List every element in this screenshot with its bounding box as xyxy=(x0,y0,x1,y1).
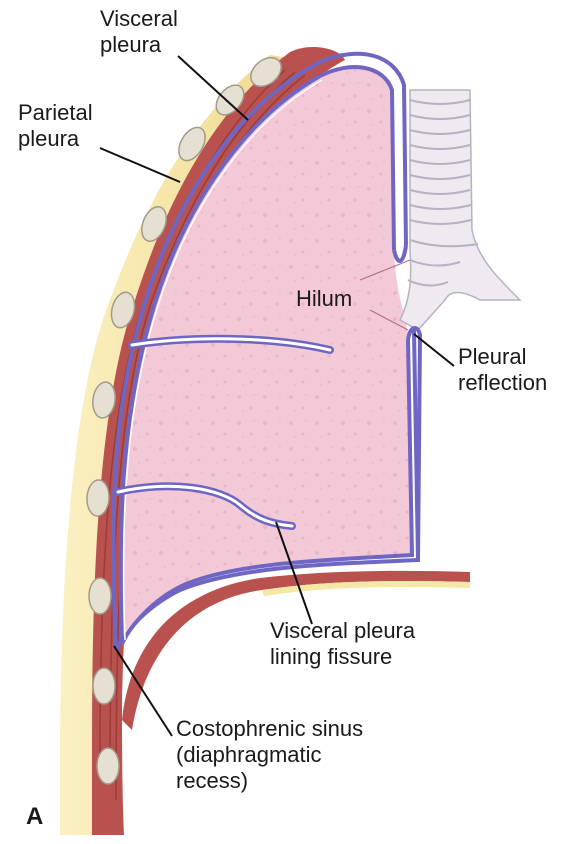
label-hilum: Hilum xyxy=(296,286,352,312)
panel-letter: A xyxy=(26,804,43,830)
label-visceral-pleura-lining-fissure: Visceral pleura lining fissure xyxy=(270,618,415,670)
label-pleural-reflection: Pleural reflection xyxy=(458,344,547,396)
bronchus xyxy=(400,90,520,330)
label-costophrenic-sinus: Costophrenic sinus (diaphragmatic recess… xyxy=(176,716,363,794)
label-visceral-pleura: Visceral pleura xyxy=(100,6,178,58)
label-parietal-pleura: Parietal pleura xyxy=(18,100,93,152)
